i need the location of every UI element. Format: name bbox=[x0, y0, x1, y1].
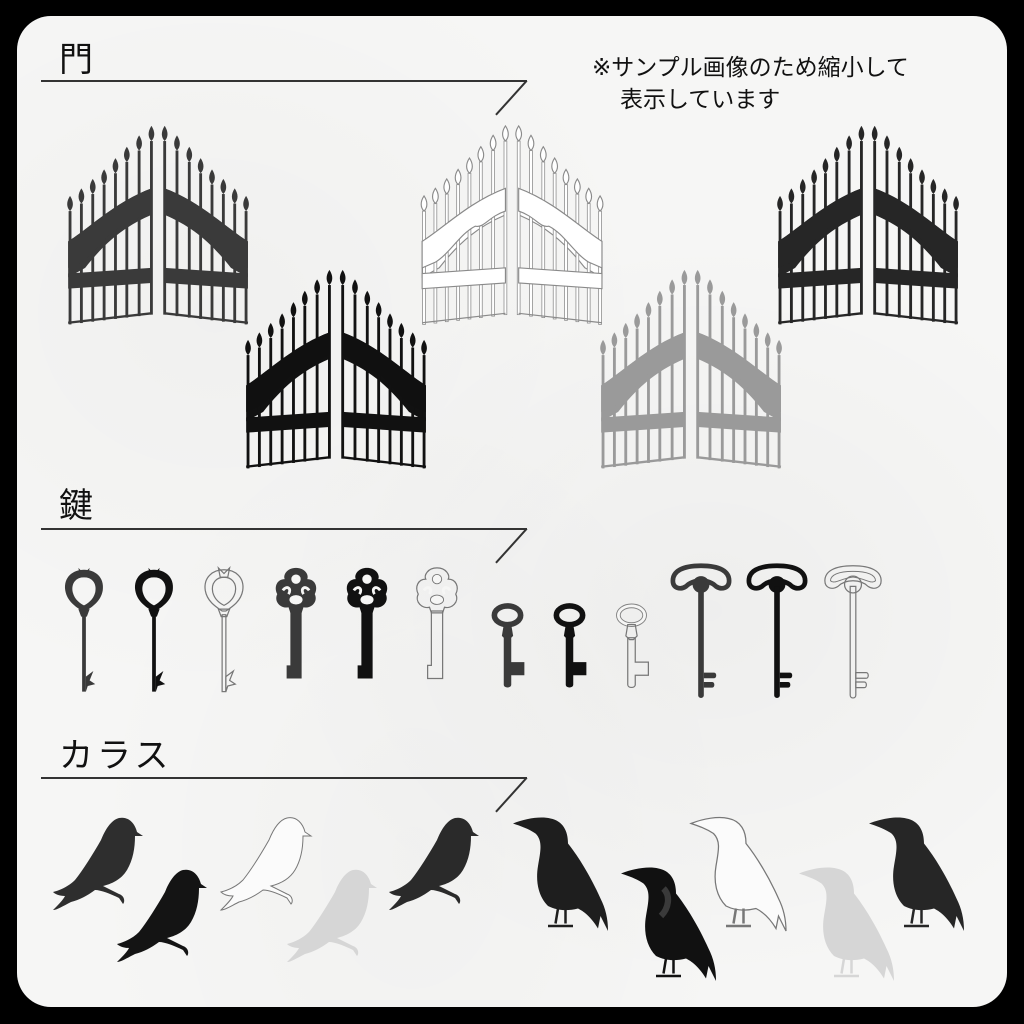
section-divider-slash bbox=[495, 528, 528, 564]
gate-icon bbox=[67, 125, 249, 325]
crow-illustration-standing-grunge bbox=[869, 816, 969, 936]
key-illustration-clover-bow-solid bbox=[337, 561, 397, 721]
key-icon bbox=[616, 603, 649, 689]
key-illustration-heart-bow-textured bbox=[54, 561, 114, 721]
key-icon bbox=[553, 603, 587, 688]
gate-illustration-grunge bbox=[771, 124, 967, 336]
key-icon bbox=[746, 563, 808, 698]
crow-illustration-standing-light-gray bbox=[799, 866, 899, 986]
key-icon bbox=[65, 567, 103, 692]
key-illustration-arch-bow-solid bbox=[746, 557, 808, 717]
gate-icon bbox=[600, 269, 782, 469]
section-heading-gate: 門 bbox=[59, 40, 97, 80]
gate-illustration-outline bbox=[415, 124, 611, 336]
key-illustration-oval-bow-outline bbox=[609, 599, 669, 759]
key-icon bbox=[670, 563, 732, 698]
key-icon bbox=[135, 567, 173, 692]
key-icon bbox=[204, 566, 244, 693]
crow-illustration-perched-outline bbox=[219, 814, 313, 914]
key-illustration-arch-bow-outline bbox=[823, 557, 883, 717]
crow-illustration-perched-grunge bbox=[389, 814, 481, 914]
key-illustration-oval-bow-solid bbox=[547, 599, 607, 759]
key-illustration-oval-bow-textured bbox=[485, 599, 545, 759]
section-divider-slash bbox=[495, 80, 528, 116]
key-illustration-arch-bow-textured bbox=[670, 557, 732, 717]
key-illustration-heart-bow-outline bbox=[194, 561, 254, 721]
gate-icon bbox=[420, 124, 604, 325]
crow-illustration-perched-solid bbox=[117, 866, 209, 966]
key-icon bbox=[491, 603, 525, 688]
crow-icon bbox=[621, 867, 716, 981]
crow-icon bbox=[117, 869, 207, 962]
section-divider-key bbox=[41, 528, 527, 530]
section-heading-crow: カラス bbox=[59, 736, 173, 776]
key-illustration-clover-bow-textured bbox=[266, 561, 326, 721]
key-icon bbox=[824, 565, 882, 699]
section-divider-slash bbox=[495, 777, 528, 813]
key-illustration-clover-bow-outline bbox=[407, 561, 467, 721]
key-icon bbox=[275, 567, 317, 679]
sample-note-line-1: ※サンプル画像のため縮小して bbox=[592, 55, 909, 81]
crow-illustration-standing-textured bbox=[513, 816, 613, 936]
crow-icon bbox=[219, 817, 313, 911]
gate-icon bbox=[777, 125, 959, 325]
sample-note: ※サンプル画像のため縮小して 表示しています bbox=[592, 52, 909, 116]
crow-icon bbox=[799, 867, 894, 981]
material-sheet: 門 ※サンプル画像のため縮小して 表示しています 鍵 カラス bbox=[17, 16, 1007, 1007]
crow-icon bbox=[287, 869, 377, 962]
crow-icon bbox=[869, 817, 964, 931]
crow-illustration-standing-solid-collar bbox=[621, 866, 721, 986]
sample-note-line-2: 表示しています bbox=[620, 87, 781, 113]
section-divider-gate bbox=[41, 80, 527, 82]
crow-icon bbox=[689, 816, 787, 932]
crow-icon bbox=[513, 817, 608, 931]
crow-icon bbox=[389, 817, 479, 910]
section-divider-crow bbox=[41, 777, 527, 779]
gate-illustration-light bbox=[594, 268, 790, 480]
key-icon bbox=[346, 567, 388, 679]
gate-illustration-solid bbox=[239, 268, 435, 480]
gate-icon bbox=[245, 269, 427, 469]
crow-illustration-perched-textured bbox=[53, 814, 145, 914]
crow-icon bbox=[53, 817, 143, 910]
key-icon bbox=[416, 567, 458, 680]
crow-illustration-standing-outline bbox=[689, 816, 791, 936]
crow-illustration-perched-light-gray bbox=[287, 866, 379, 966]
key-illustration-heart-bow-solid bbox=[124, 561, 184, 721]
section-heading-key: 鍵 bbox=[59, 486, 97, 526]
gate-illustration-textured bbox=[61, 124, 257, 336]
